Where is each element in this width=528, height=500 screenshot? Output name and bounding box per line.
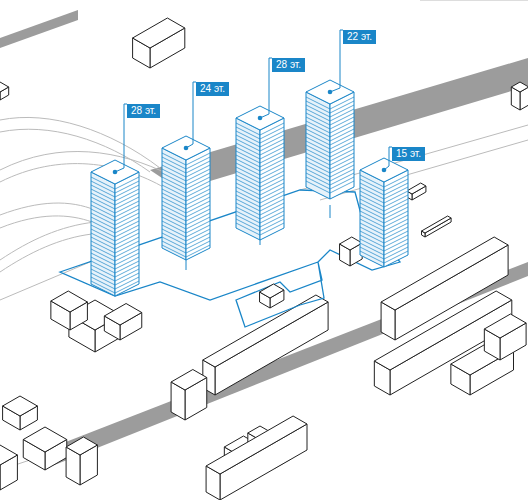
road [0, 10, 78, 48]
building [171, 370, 207, 421]
leader-line [260, 58, 272, 118]
leader-line [115, 104, 127, 172]
floor-count: 22 эт. [347, 31, 372, 42]
road-ramps [0, 0, 528, 470]
building [340, 237, 363, 266]
building [66, 437, 97, 485]
floor-count-tag: 28 эт. [127, 104, 160, 118]
leader-line [330, 30, 343, 92]
building [51, 291, 88, 330]
floor-count: 15 эт. [396, 148, 421, 159]
building [3, 396, 38, 430]
context-buildings [0, 18, 528, 500]
building [407, 183, 426, 200]
building [0, 445, 17, 490]
tower [360, 158, 408, 267]
towers [91, 80, 408, 296]
building [260, 284, 284, 308]
floor-count-tag: 22 эт. [343, 30, 376, 44]
building [23, 427, 67, 470]
floor-count: 28 эт. [276, 59, 301, 70]
floor-count: 28 эт. [131, 105, 156, 116]
leader-line [384, 147, 392, 170]
building [422, 216, 452, 237]
tower [162, 136, 210, 260]
floor-count: 24 эт. [200, 83, 225, 94]
leader-lines [115, 30, 392, 172]
building [206, 416, 307, 500]
building [0, 81, 9, 100]
tower [306, 80, 354, 199]
building [203, 295, 328, 395]
building [484, 314, 526, 360]
building [133, 18, 185, 68]
tower [91, 160, 139, 296]
building [104, 304, 141, 341]
floor-count-tag: 28 эт. [272, 58, 305, 72]
tower [236, 106, 284, 240]
floor-count-tag: 24 эт. [196, 82, 229, 96]
building [511, 82, 528, 110]
floor-count-tag: 15 эт. [392, 147, 425, 161]
leader-line [186, 82, 196, 148]
